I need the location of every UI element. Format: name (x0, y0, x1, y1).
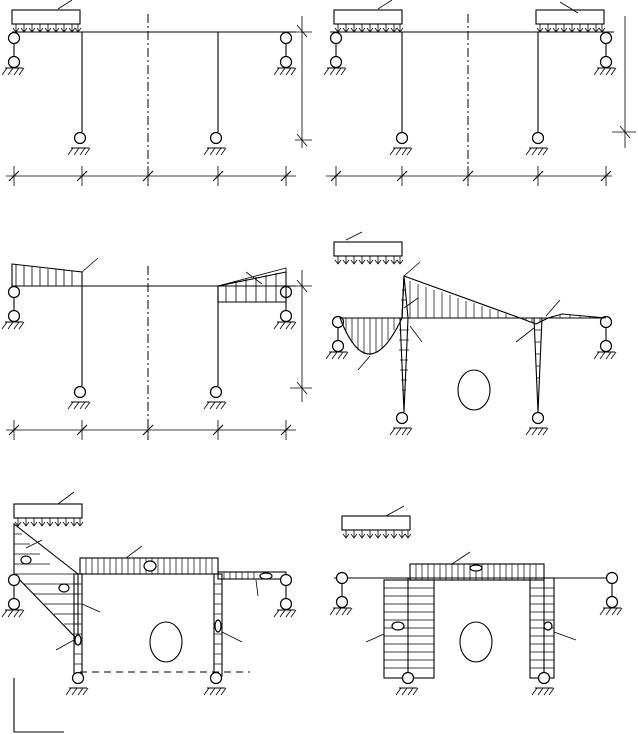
panel-c (1, 257, 312, 441)
panel-b (323, 0, 636, 187)
panel-f (329, 505, 623, 696)
panel-d (325, 231, 617, 436)
panel-e (1, 491, 297, 733)
panel-a (1, 0, 312, 187)
